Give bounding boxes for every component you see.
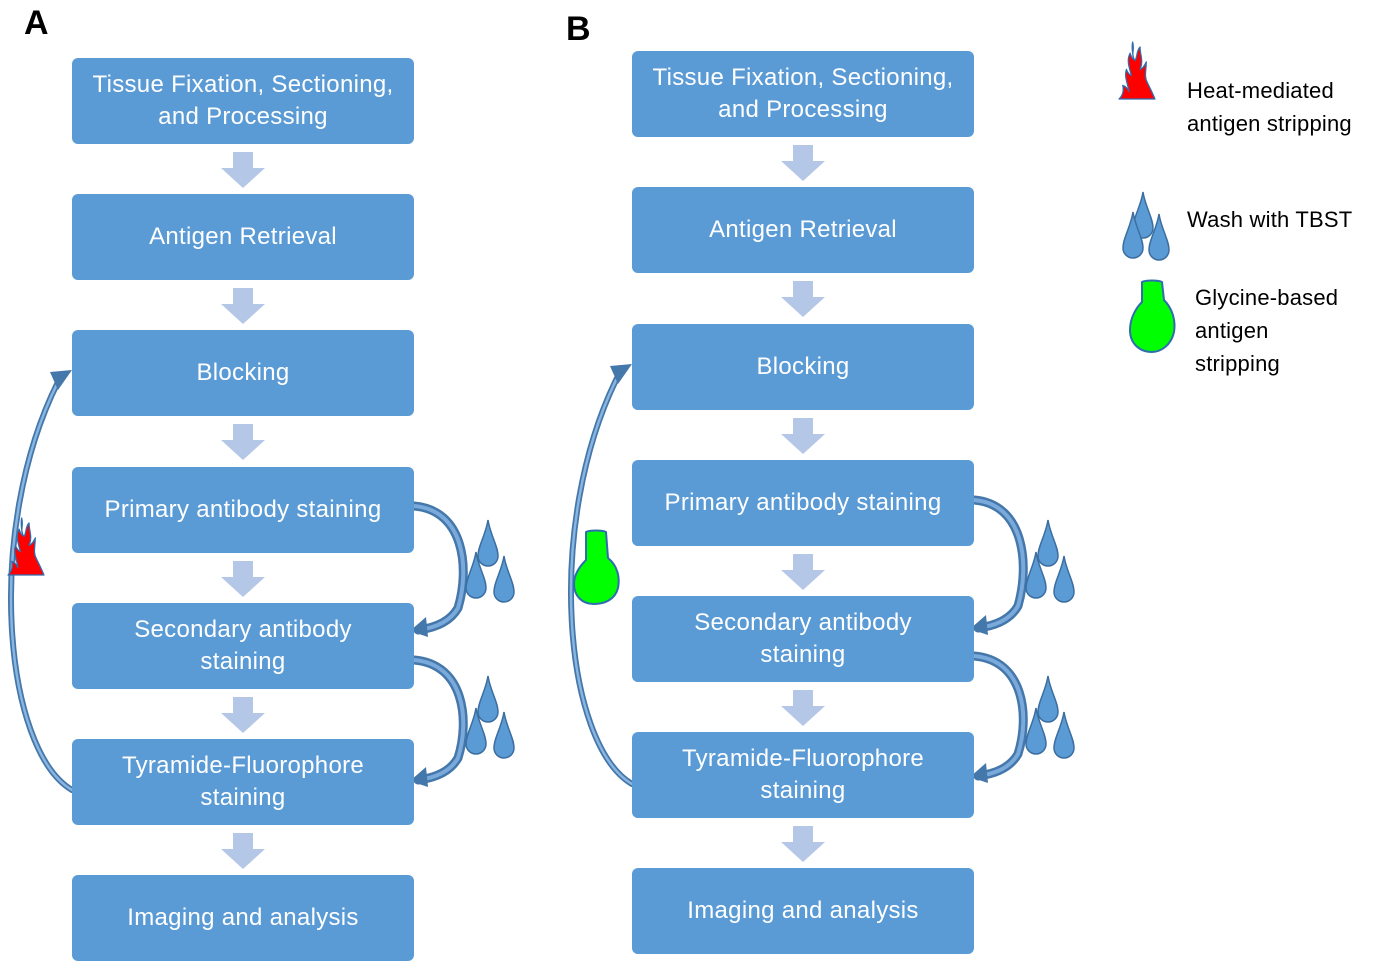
step-secondary-antibody-a: Secondary antibody staining — [72, 603, 414, 689]
down-arrow-b — [781, 826, 825, 862]
panel-a-label: A — [24, 4, 49, 42]
flask-icon — [573, 529, 620, 605]
water-drops-icon — [1025, 675, 1075, 759]
step-antigen-retrieval-a: Antigen Retrieval — [72, 194, 414, 280]
step-tissue-fixation-b: Tissue Fixation, Sectioning, and Process… — [632, 51, 974, 137]
step-tyramide-a: Tyramide-Fluorophore staining — [72, 739, 414, 825]
legend-heat-label: Heat-mediated antigen stripping — [1187, 78, 1352, 136]
legend-wash-label: Wash with TBST — [1187, 207, 1353, 232]
water-drops-icon — [1122, 191, 1170, 261]
down-arrow-a — [221, 152, 265, 188]
loop-arrow-a — [8, 379, 75, 793]
step-blocking-b: Blocking — [632, 324, 974, 410]
legend-glycine-label: Glycine-based antigen stripping — [1195, 285, 1339, 376]
step-antigen-retrieval-b: Antigen Retrieval — [632, 187, 974, 273]
down-arrow-a — [221, 561, 265, 597]
water-drops-icon — [465, 675, 515, 759]
step-blocking-a: Blocking — [72, 330, 414, 416]
step-secondary-antibody-b: Secondary antibody staining — [632, 596, 974, 682]
step-imaging-b: Imaging and analysis — [632, 868, 974, 954]
flame-icon — [7, 517, 45, 576]
water-drops-icon — [1025, 519, 1075, 603]
step-tissue-fixation-a: Tissue Fixation, Sectioning, and Process… — [72, 58, 414, 144]
down-arrow-a — [221, 288, 265, 324]
down-arrow-b — [781, 554, 825, 590]
down-arrow-a — [221, 424, 265, 460]
step-imaging-a: Imaging and analysis — [72, 875, 414, 961]
step-tyramide-b: Tyramide-Fluorophore staining — [632, 732, 974, 818]
step-primary-antibody-b: Primary antibody staining — [632, 460, 974, 546]
step-primary-antibody-a: Primary antibody staining — [72, 467, 414, 553]
flame-icon — [1118, 41, 1156, 100]
down-arrow-b — [781, 281, 825, 317]
down-arrow-b — [781, 418, 825, 454]
down-arrow-b — [781, 145, 825, 181]
down-arrow-a — [221, 697, 265, 733]
down-arrow-b — [781, 690, 825, 726]
panel-b-label: B — [566, 10, 591, 48]
flask-icon — [1129, 279, 1176, 353]
water-drops-icon — [465, 519, 515, 603]
down-arrow-a — [221, 833, 265, 869]
